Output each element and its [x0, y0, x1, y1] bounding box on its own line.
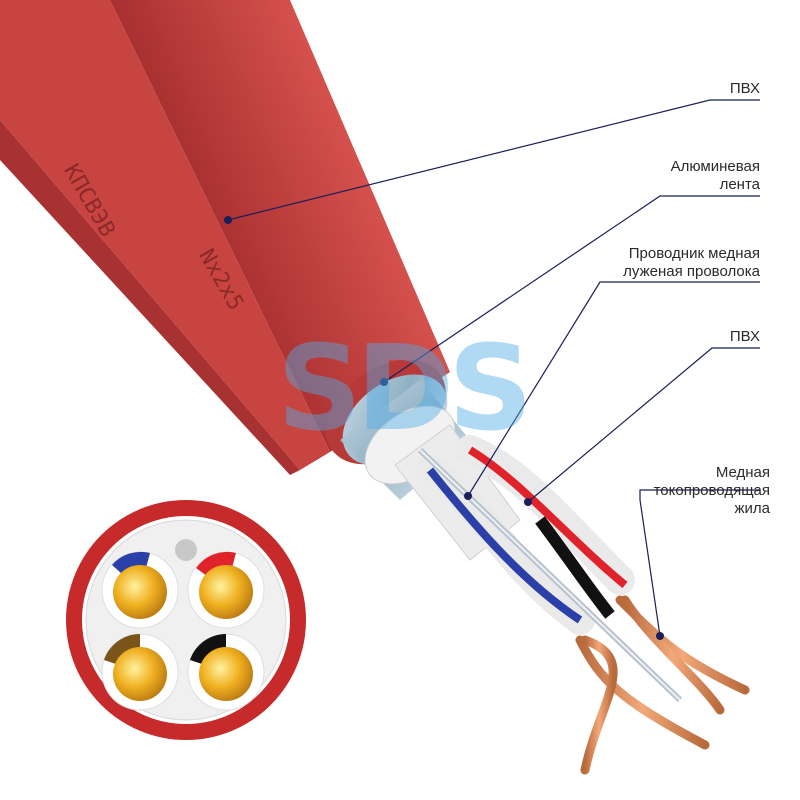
- callout-drain-line1: Проводник медная: [628, 245, 760, 262]
- callout-pvc-outer: ПВХ: [730, 80, 760, 98]
- leader-dots: [224, 216, 664, 640]
- callout-pvc-insulation: ПВХ: [730, 328, 760, 346]
- callout-aluminium-line1: Алюминевая: [670, 158, 760, 175]
- core-red: [187, 551, 265, 629]
- core-brown: [101, 633, 179, 711]
- core-blue: [101, 551, 179, 629]
- leader-aluminium: [383, 195, 760, 383]
- callout-copper-line3: жила: [734, 500, 770, 517]
- twisted-pairs: [415, 435, 635, 635]
- callout-drain-line2: луженая проволока: [623, 263, 760, 280]
- callout-copper-core: Медная токопроводящая жила: [654, 464, 770, 518]
- drain-wire-section: [175, 539, 197, 561]
- core-black: [187, 633, 265, 711]
- callout-pvc-outer-text: ПВХ: [729, 80, 760, 97]
- callout-pvc-insulation-text: ПВХ: [729, 328, 760, 345]
- cross-section: [66, 500, 306, 740]
- callout-aluminium-line2: лента: [719, 176, 760, 193]
- leader-copper: [639, 489, 760, 637]
- callout-drain-wire: Проводник медная луженая проволока: [623, 245, 760, 281]
- leader-drain: [467, 281, 760, 497]
- leader-pvc-outer: [227, 99, 760, 221]
- leader-lines: [227, 99, 760, 637]
- callout-copper-line2: токопроводящая: [653, 482, 770, 499]
- callout-copper-line1: Медная: [715, 464, 770, 481]
- leader-pvc-insulation: [527, 347, 760, 503]
- copper-cores: [575, 595, 750, 775]
- callout-aluminium-tape: Алюминевая лента: [671, 158, 760, 194]
- drain-wire-highlight: [419, 449, 681, 701]
